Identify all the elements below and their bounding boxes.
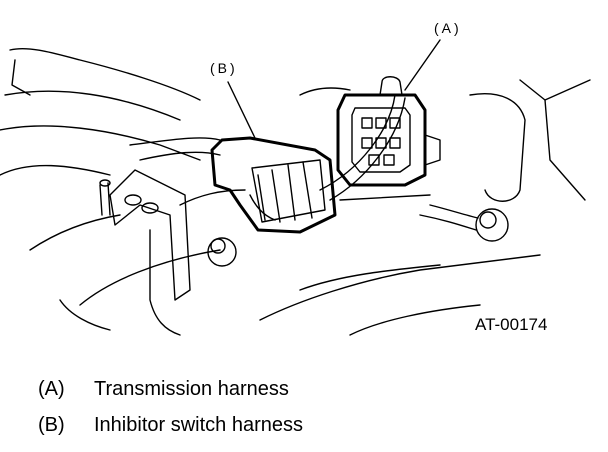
transmission-case [0, 47, 591, 336]
connector-b [210, 136, 337, 234]
bolt-heads [207, 204, 509, 267]
mounting-bracket [99, 169, 191, 301]
leader-line-a [404, 39, 441, 91]
leader-line-b [227, 81, 256, 139]
callout-a-label: (A) [434, 20, 462, 36]
legend-text: Transmission harness [94, 378, 289, 400]
harness-illustration [0, 39, 591, 336]
legend-item-b: (B) Inhibitor switch harness [38, 414, 303, 437]
figure-code: AT-00174 [475, 315, 548, 334]
connector-a [336, 76, 441, 187]
legend-key: (A) [38, 378, 65, 400]
callout-b-label: (B) [210, 60, 238, 76]
legend-key: (B) [38, 414, 65, 436]
legend-text: Inhibitor switch harness [94, 414, 303, 436]
legend-item-a: (A) Transmission harness [38, 378, 289, 401]
